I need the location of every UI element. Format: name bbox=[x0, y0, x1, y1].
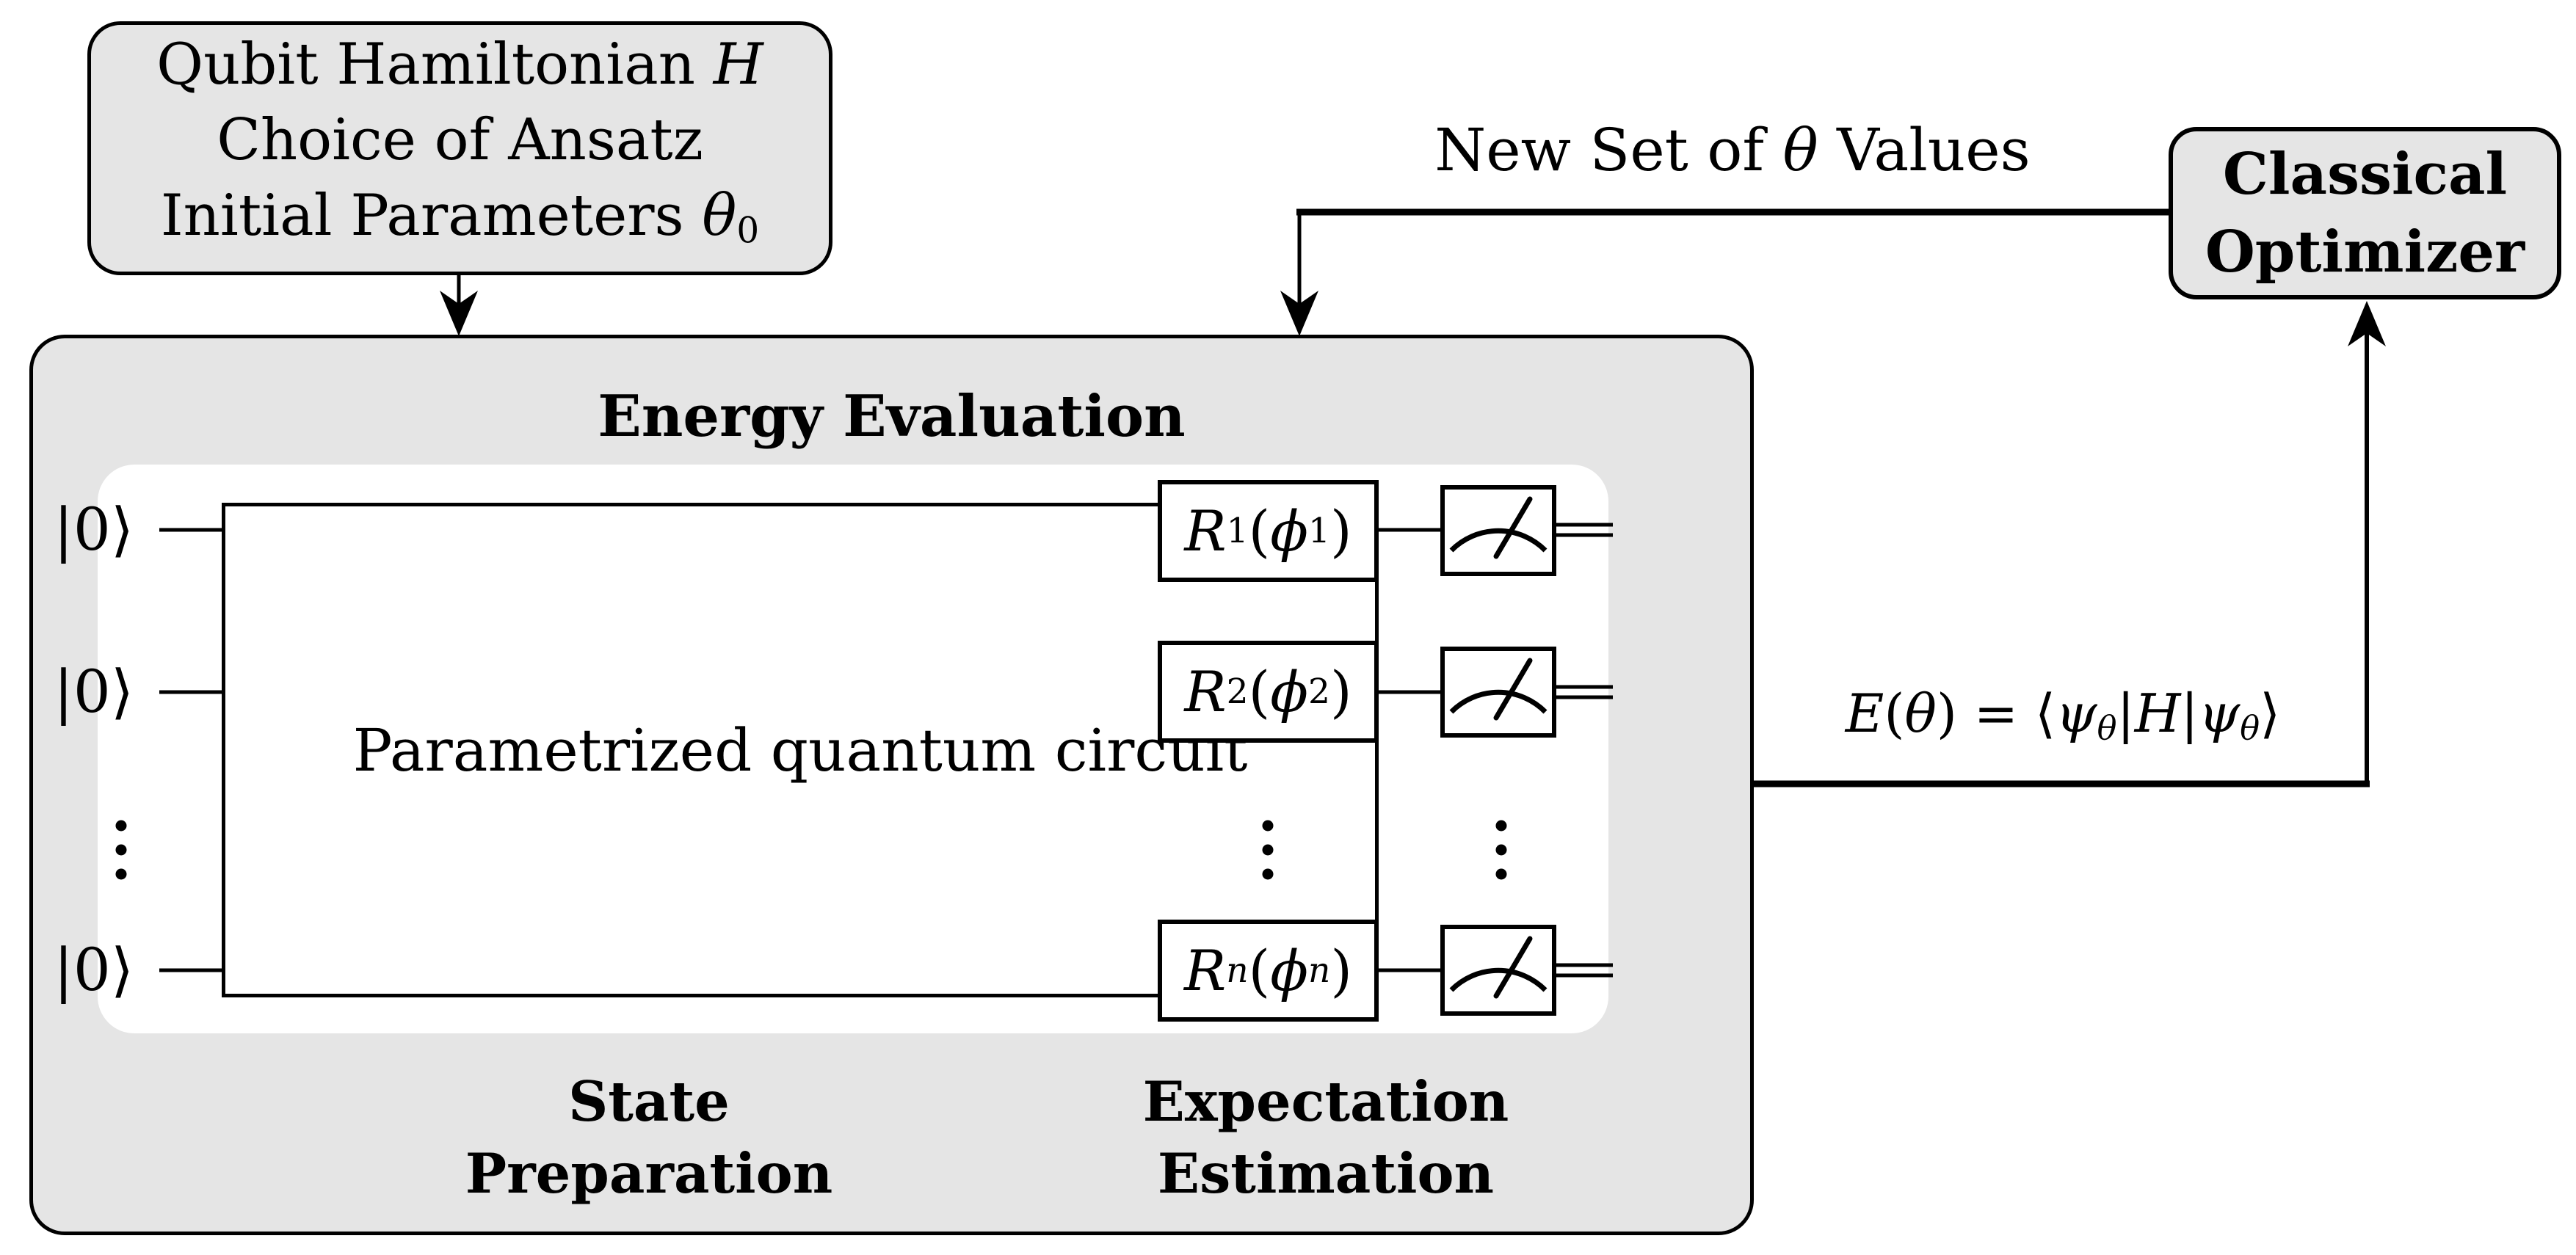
text-segment: n bbox=[1226, 950, 1249, 991]
text-segment: ) bbox=[1330, 938, 1353, 1003]
text-segment: ψ bbox=[2198, 683, 2241, 744]
optimizer-line-2: Optimizer bbox=[2205, 218, 2525, 285]
new-theta-values-label: New Set of θ Values bbox=[1395, 116, 2070, 184]
qubit-ket-2: |0⟩ bbox=[53, 658, 134, 726]
text-segment: ( bbox=[1248, 659, 1271, 724]
text-segment: Choice of Ansatz bbox=[217, 107, 703, 174]
text-segment: ( bbox=[1248, 498, 1271, 564]
text-segment: Initial Parameters bbox=[160, 183, 703, 250]
text-segment: New Set of bbox=[1434, 116, 1783, 184]
qubit-ket-n: |0⟩ bbox=[53, 936, 134, 1004]
text-segment: ( bbox=[1884, 683, 1905, 744]
expectation-estimation-line-1: Expectation bbox=[1142, 1069, 1509, 1134]
text-segment: θ bbox=[2240, 708, 2260, 747]
input-parameters-box: Qubit Hamiltonian H Choice of Ansatz Ini… bbox=[87, 21, 832, 275]
energy-formula-label: E(θ) = ⟨ψθ|H|ψθ⟩ bbox=[1762, 683, 2364, 747]
classical-optimizer-box: Classical Optimizer bbox=[2169, 127, 2561, 299]
text-segment: ϕ bbox=[1270, 498, 1309, 564]
expectation-estimation-label: Expectation Estimation bbox=[922, 1066, 1730, 1209]
text-segment: Values bbox=[1818, 116, 2031, 184]
text-segment: | bbox=[2180, 683, 2199, 744]
text-segment: θ bbox=[1904, 683, 1937, 744]
parametrized-quantum-circuit-box: Parametrized quantum circuit bbox=[222, 503, 1379, 997]
text-segment: | bbox=[2116, 683, 2135, 744]
text-segment: 0 bbox=[736, 210, 760, 252]
qubit-ket-1: |0⟩ bbox=[53, 495, 134, 564]
input-line-hamiltonian: Qubit Hamiltonian H bbox=[156, 27, 763, 103]
text-segment: ϕ bbox=[1270, 659, 1309, 724]
energy-evaluation-title: Energy Evaluation bbox=[598, 383, 1186, 450]
text-segment: ) bbox=[1330, 659, 1352, 724]
arrow-up-output-icon bbox=[2348, 301, 2386, 346]
text-segment: ) bbox=[1330, 498, 1352, 564]
text-segment: 2 bbox=[1308, 672, 1330, 712]
arrow-down-input-icon bbox=[440, 275, 478, 336]
input-line-ansatz: Choice of Ansatz bbox=[217, 103, 703, 178]
text-segment: ) = ⟨ bbox=[1936, 683, 2056, 744]
text-segment: n bbox=[1308, 950, 1331, 991]
text-segment: R bbox=[1184, 659, 1227, 724]
text-segment: R bbox=[1183, 938, 1227, 1003]
arrow-down-feedback-icon bbox=[1280, 291, 1318, 336]
text-segment: ⟩ bbox=[2260, 683, 2281, 744]
text-segment: H bbox=[2134, 683, 2181, 744]
text-segment: θ bbox=[702, 183, 737, 250]
text-segment: θ bbox=[2097, 708, 2117, 747]
text-segment: ( bbox=[1248, 938, 1271, 1003]
feedback-path bbox=[1280, 208, 2171, 336]
text-segment: 1 bbox=[1226, 511, 1249, 551]
text-segment: ψ bbox=[2056, 683, 2097, 744]
optimizer-line-1: Classical bbox=[2222, 140, 2508, 208]
text-segment: 1 bbox=[1308, 511, 1330, 551]
text-segment: E bbox=[1845, 683, 1884, 744]
text-segment: R bbox=[1184, 498, 1227, 564]
state-preparation-line-1: State bbox=[568, 1069, 730, 1134]
state-preparation-line-2: Preparation bbox=[465, 1141, 833, 1206]
text-segment: 2 bbox=[1226, 672, 1249, 712]
text-segment: ϕ bbox=[1270, 938, 1309, 1003]
text-segment: H bbox=[713, 32, 763, 98]
text-segment: Qubit Hamiltonian bbox=[156, 32, 714, 98]
state-preparation-label: State Preparation bbox=[245, 1066, 1053, 1209]
text-segment: θ bbox=[1782, 116, 1818, 184]
expectation-estimation-line-2: Estimation bbox=[1157, 1141, 1495, 1206]
input-line-initial-parameters: Initial Parameters θ0 bbox=[161, 178, 759, 269]
pqc-label: Parametrized quantum circuit bbox=[352, 716, 1248, 785]
